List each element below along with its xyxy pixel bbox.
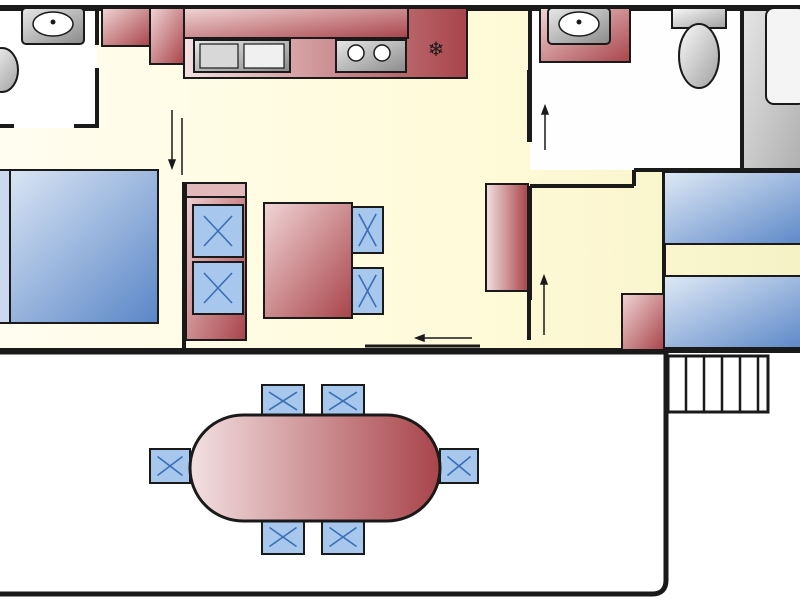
freezer-icon: ❄ <box>428 37 445 61</box>
table-indoor <box>263 202 353 319</box>
stove <box>335 39 407 73</box>
table-outdoor <box>188 413 442 523</box>
toilet-left <box>0 47 19 93</box>
bathroom-left <box>0 7 85 93</box>
kitchen: ❄ <box>101 7 468 79</box>
chair <box>261 384 305 418</box>
cabinet-mid <box>149 7 185 65</box>
chair <box>351 206 384 254</box>
upper-cabinet <box>183 7 409 39</box>
shower-tray <box>765 7 800 105</box>
chair <box>351 267 384 315</box>
chair <box>261 519 305 555</box>
wardrobe <box>485 183 529 292</box>
nightstand <box>621 293 665 351</box>
bed-double <box>0 169 159 324</box>
chair <box>192 204 244 258</box>
chair <box>321 384 365 418</box>
chair <box>321 519 365 555</box>
beds-twin <box>621 171 800 351</box>
toilet-right <box>678 23 720 89</box>
chair <box>149 448 191 484</box>
chairs <box>149 204 479 555</box>
cabinet-left <box>101 7 151 47</box>
bathroom-right <box>539 7 800 105</box>
steps <box>666 354 770 414</box>
chair <box>192 261 244 315</box>
chair <box>439 448 479 484</box>
